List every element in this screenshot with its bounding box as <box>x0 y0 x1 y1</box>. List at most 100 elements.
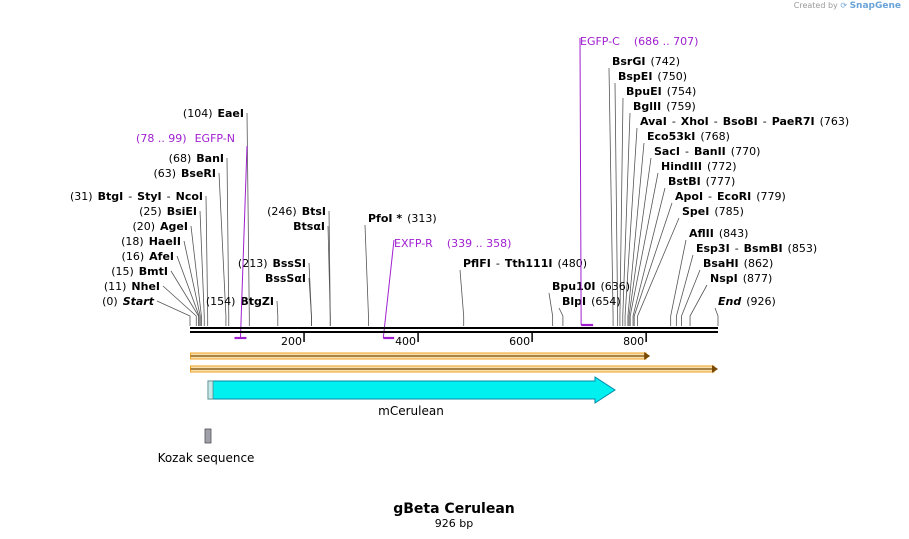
site-label: BlpI(654) <box>562 295 621 308</box>
site-label: BtsαI <box>293 220 325 233</box>
site-position: (770) <box>731 145 761 158</box>
enzyme-name: BssSI <box>273 257 307 270</box>
restriction-site[interactable]: (63)BseRI <box>153 167 216 180</box>
site-position: (480) <box>557 257 587 270</box>
sequence-length: 926 bp <box>435 517 473 530</box>
restriction-site[interactable]: End(926) <box>718 295 776 308</box>
site-position: - <box>128 190 132 203</box>
site-leader-line <box>622 112 631 326</box>
primer-label: (78 .. 99)EGFP-N <box>136 132 235 145</box>
primer-range: (339 .. 358) <box>447 237 512 250</box>
restriction-site[interactable]: BpuEI(754) <box>626 85 696 98</box>
site-leader-line <box>246 112 250 326</box>
enzyme-name: PfoI * <box>368 212 402 225</box>
site-position: (759) <box>666 100 696 113</box>
kozak-box <box>204 428 212 444</box>
site-position: (25) <box>139 205 162 218</box>
restriction-site[interactable]: AflII(843) <box>689 227 748 240</box>
site-position: (843) <box>719 227 749 240</box>
ruler-label: 400 <box>395 335 416 348</box>
enzyme-name: BlpI <box>562 295 586 308</box>
enzyme-name: BpuEI <box>626 85 662 98</box>
enzyme-name: XhoI <box>681 115 709 128</box>
restriction-site[interactable]: (213) BssSI <box>238 257 306 270</box>
site-leader-line <box>558 307 564 326</box>
site-position: (15) <box>111 265 134 278</box>
site-leader-line <box>714 307 719 326</box>
restriction-site[interactable]: BsaHI(862) <box>703 257 773 270</box>
restriction-site[interactable]: (16)AfeI <box>122 250 174 263</box>
site-position: (213) <box>238 257 268 270</box>
snapgene-watermark: Created by ⟳ SnapGene <box>794 1 901 11</box>
restriction-site[interactable]: (68)BanI <box>169 152 224 165</box>
restriction-site[interactable]: (31)BtgI-StyI-NcoI <box>70 190 203 203</box>
site-leader-line <box>629 172 659 326</box>
restriction-site[interactable]: PfoI *(313) <box>368 212 437 225</box>
site-label: (213) BssSI <box>238 257 306 270</box>
restriction-site[interactable]: (20)AgeI <box>132 220 188 233</box>
restriction-site[interactable]: BglII(759) <box>633 100 696 113</box>
restriction-site[interactable]: ApoI-EcoRI(779) <box>675 190 786 203</box>
restriction-site[interactable]: (15)BmtI <box>111 265 168 278</box>
restriction-site[interactable]: (246)BtsI <box>267 205 326 218</box>
site-position: (862) <box>744 257 774 270</box>
restriction-site[interactable]: Bpu10I(636) <box>552 280 630 293</box>
restriction-site[interactable]: HindIII(772) <box>661 160 737 173</box>
restriction-site[interactable]: (154)BtgZI <box>206 295 274 308</box>
enzyme-name: BssSαI <box>265 272 306 285</box>
primer[interactable]: EXFP-R(339 .. 358) <box>382 237 512 340</box>
restriction-site[interactable]: (25)BsiEI <box>139 205 197 218</box>
feature-mcerulean[interactable]: mCerulean <box>207 376 616 418</box>
site-label: BstBI (777) <box>668 175 735 188</box>
restriction-site[interactable]: BlpI(654) <box>562 295 621 308</box>
enzyme-name: SpeI <box>682 205 709 218</box>
restriction-site[interactable]: BsrGI(742) <box>612 55 680 68</box>
site-label: ApoI-EcoRI(779) <box>675 190 786 203</box>
restriction-site[interactable]: BtsαI <box>293 220 325 233</box>
enzyme-name: BstBI <box>668 175 701 188</box>
site-position: (742) <box>650 55 680 68</box>
restriction-site[interactable]: (104)EaeI <box>183 107 244 120</box>
site-label: (18)HaeII <box>121 235 181 248</box>
snapgene-brand-name: SnapGene <box>849 1 901 11</box>
site-leader-line <box>670 239 687 326</box>
feature-kozak[interactable]: Kozak sequence <box>158 428 255 465</box>
site-label: AflII(843) <box>689 227 748 240</box>
restriction-site[interactable]: Eco53kI(768) <box>647 130 730 143</box>
restriction-site[interactable]: Esp3I-BsmBI(853) <box>696 242 817 255</box>
dna-backbone <box>190 327 718 333</box>
restriction-site[interactable]: BstBI (777) <box>668 175 735 188</box>
site-label: (246)BtsI <box>267 205 326 218</box>
site-position: (777) <box>706 175 736 188</box>
primer[interactable]: (78 .. 99)EGFP-N <box>136 132 248 340</box>
enzyme-name: NheI <box>131 280 160 293</box>
site-position: (63) <box>153 167 176 180</box>
restriction-site[interactable]: SpeI(785) <box>682 205 744 218</box>
restriction-site[interactable]: BspEI(750) <box>618 70 687 83</box>
restriction-site[interactable]: BssSαI <box>265 272 306 285</box>
restriction-site[interactable]: NspI(877) <box>710 272 772 285</box>
site-position: - <box>496 257 500 270</box>
site-leader-line <box>218 172 227 326</box>
site-position: (20) <box>132 220 155 233</box>
primer-name: EGFP-N <box>195 132 235 145</box>
site-label: PflFI-Tth111I(480) <box>463 257 587 270</box>
site-position: (636) <box>601 280 631 293</box>
site-position: (853) <box>788 242 818 255</box>
site-position: (68) <box>169 152 192 165</box>
restriction-site[interactable]: (11)NheI <box>104 280 160 293</box>
site-leader-line <box>364 224 369 326</box>
site-leader-lines <box>156 67 719 326</box>
primer[interactable]: EGFP-C(686 .. 707) <box>579 35 698 327</box>
restriction-site[interactable]: (0)Start <box>102 295 155 308</box>
restriction-site[interactable]: AvaI-XhoI-BsoBI-PaeR7I(763) <box>640 115 849 128</box>
restriction-site[interactable]: PflFI-Tth111I(480) <box>463 257 587 270</box>
site-leader-line <box>170 270 199 326</box>
site-leader-line <box>608 67 614 326</box>
enzyme-name: End <box>718 295 741 308</box>
restriction-site[interactable]: (18)HaeII <box>121 235 181 248</box>
enzyme-name: NcoI <box>176 190 203 203</box>
enzyme-name: BsmBI <box>744 242 783 255</box>
restriction-site[interactable]: SacI-BanII(770) <box>654 145 760 158</box>
primer-line <box>239 145 248 339</box>
